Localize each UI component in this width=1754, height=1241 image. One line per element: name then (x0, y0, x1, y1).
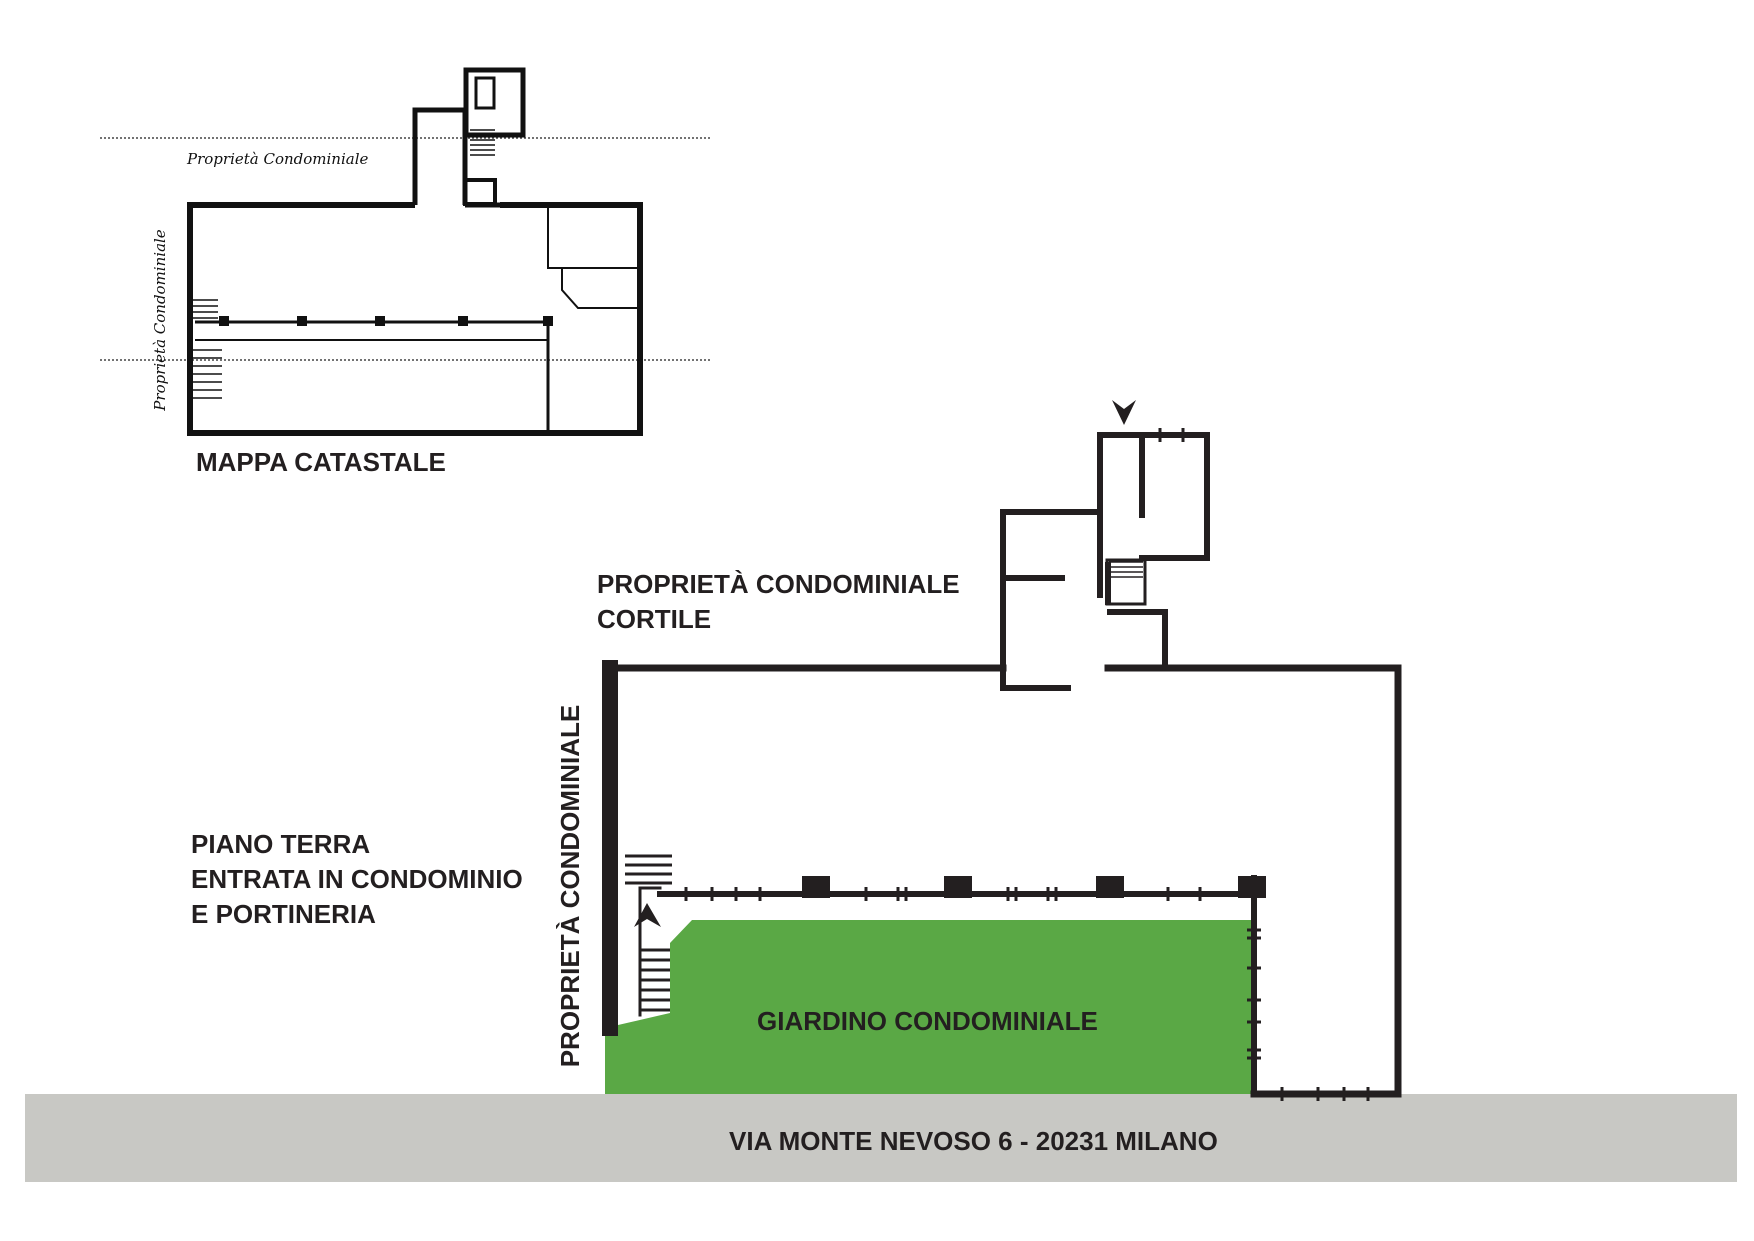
courtyard-label-line1: PROPRIETÀ CONDOMINIALE (597, 569, 960, 599)
floor-label-line2: ENTRATA IN CONDOMINIO (191, 864, 523, 894)
floor-label-line3: E PORTINERIA (191, 899, 376, 929)
floor-label-line1: PIANO TERRA (191, 829, 371, 859)
entrance-arrow-icon (1112, 400, 1136, 425)
garden-label: GIARDINO CONDOMINIALE (757, 1006, 1098, 1036)
cadastral-map-title: MAPPA CATASTALE (196, 447, 446, 477)
cadastral-note-top: Proprietà Condominiale (187, 150, 369, 168)
left-property-label: PROPRIETÀ CONDOMINIALE (555, 704, 585, 1068)
courtyard-label-line2: CORTILE (597, 604, 712, 634)
garden-area (605, 920, 1252, 1094)
street-address: VIA MONTE NEVOSO 6 - 20231 MILANO (729, 1126, 1218, 1156)
street-band (25, 1094, 1737, 1182)
entrance-arrow-icon (634, 903, 661, 927)
